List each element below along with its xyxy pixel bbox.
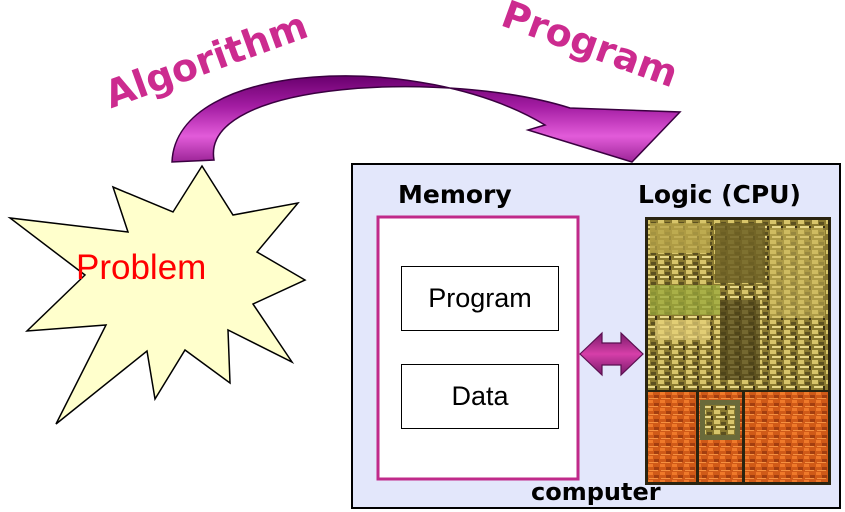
memory-box <box>376 215 580 481</box>
cpu-title: Logic (CPU) <box>638 180 801 209</box>
program-box: Program <box>401 266 559 331</box>
starburst-icon <box>7 164 307 425</box>
data-box: Data <box>401 364 559 429</box>
curved-arrow-icon <box>171 75 682 163</box>
double-arrow-icon <box>579 331 644 377</box>
memory-title: Memory <box>398 180 512 209</box>
cpu-die-photo-icon <box>645 217 831 485</box>
computer-label: computer <box>531 478 661 506</box>
problem-label: Problem <box>76 248 207 287</box>
